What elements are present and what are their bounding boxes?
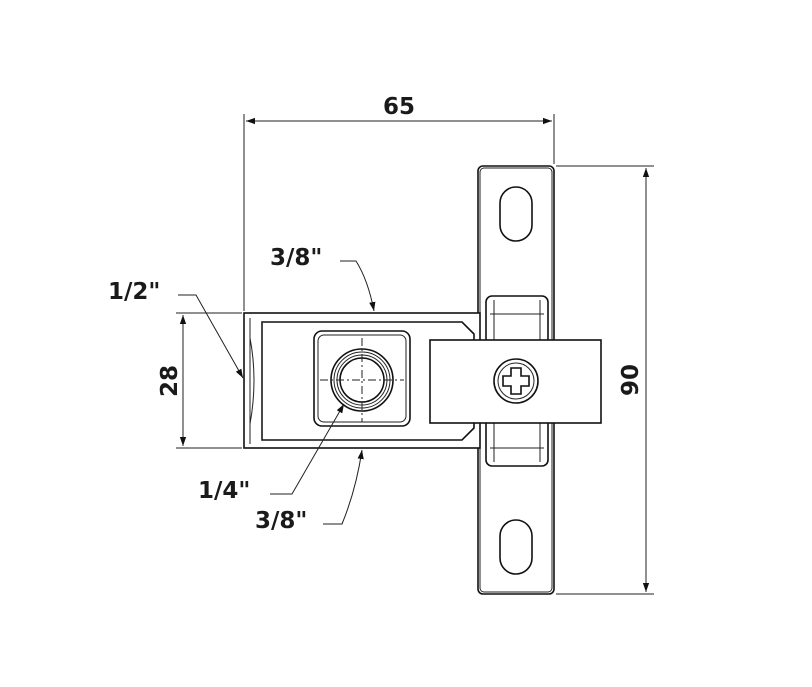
top-thread-label: 3/8" (270, 245, 322, 271)
top-thread-callout: 3/8" (270, 245, 376, 312)
upper-slot (499, 186, 533, 242)
square-boss (313, 330, 411, 427)
width-dimension: 65 (243, 94, 555, 311)
height-label: 90 (618, 364, 644, 396)
block-height-label: 28 (157, 365, 183, 397)
height-dimension: 90 (556, 165, 654, 595)
clamp-bar (429, 339, 602, 424)
threaded-hole (320, 338, 404, 422)
block-height-dimension: 28 (157, 312, 242, 449)
width-label: 65 (383, 94, 415, 120)
center-thread-label: 1/4" (198, 478, 250, 504)
bottom-thread-callout: 3/8" (255, 449, 364, 534)
left-thread-label: 1/2" (108, 279, 160, 305)
phillips-screw-icon (493, 358, 539, 404)
center-thread-callout: 1/4" (198, 403, 345, 504)
lower-slot (499, 519, 533, 575)
left-thread-callout: 1/2" (108, 279, 244, 379)
bottom-thread-label: 3/8" (255, 508, 307, 534)
